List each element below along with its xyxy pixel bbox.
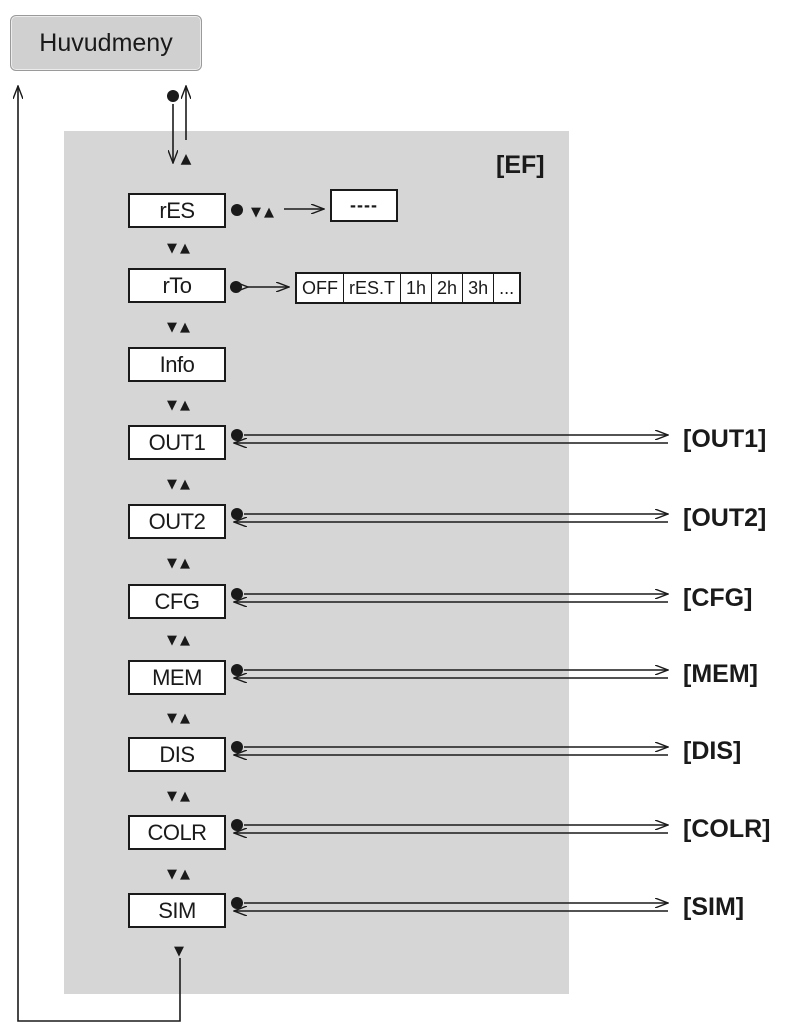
menu-item-label: COLR (147, 819, 207, 845)
svg-text:▲: ▲ (180, 633, 190, 648)
main-menu-button[interactable]: Huvudmeny (10, 15, 202, 71)
rto-select-dot-icon (230, 281, 242, 293)
connector-out2 (231, 508, 668, 522)
target-label-sim: [SIM] (683, 893, 745, 921)
menu-item-rto[interactable]: rTo (128, 268, 226, 303)
nav-between-res-rto: ▼▲ (167, 241, 190, 256)
svg-text:▲: ▲ (180, 398, 190, 413)
svg-text:▼: ▼ (167, 556, 177, 571)
menu-item-label: Info (159, 351, 195, 377)
svg-text:▼: ▼ (174, 944, 184, 959)
svg-text:▲: ▲ (180, 711, 190, 726)
menu-item-info[interactable]: Info (128, 347, 226, 382)
target-label-out2: [OUT2] (683, 504, 767, 532)
rto-option-1h[interactable]: 1h (401, 274, 433, 302)
select-dot-icon (231, 588, 243, 600)
connector-sim (231, 897, 668, 911)
svg-text:▲: ▲ (180, 320, 190, 335)
svg-text:▼: ▼ (167, 477, 177, 492)
nav-between-out2-cfg: ▼▲ (167, 556, 190, 571)
section-label-ef: [EF] (496, 151, 545, 179)
nav-between-dis-colr: ▼▲ (167, 789, 190, 804)
nav-between-info-out1: ▼▲ (167, 398, 190, 413)
target-label-out1: [OUT1] (683, 425, 767, 453)
rto-option-2h[interactable]: 2h (432, 274, 464, 302)
target-label-dis: [DIS] (683, 737, 742, 765)
menu-item-label: rTo (162, 272, 192, 298)
svg-text:▲: ▲ (180, 867, 190, 882)
nav-between-rto-info: ▼▲ (167, 320, 190, 335)
svg-text:▲: ▲ (180, 477, 190, 492)
select-dot-icon (231, 508, 243, 520)
nav-between-cfg-mem: ▼▲ (167, 633, 190, 648)
select-dot-icon (231, 819, 243, 831)
svg-text:▼: ▼ (167, 789, 177, 804)
select-dot-icon (231, 741, 243, 753)
menu-item-cfg[interactable]: CFG (128, 584, 226, 619)
menu-item-label: MEM (152, 664, 202, 690)
connector-cfg (231, 588, 668, 602)
svg-text:▲: ▲ (180, 241, 190, 256)
svg-text:▲: ▲ (180, 556, 190, 571)
menu-item-label: rES (159, 197, 195, 223)
select-dot-icon (231, 664, 243, 676)
rto-option-rest[interactable]: rES.T (344, 274, 402, 302)
nav-between-colr-sim: ▼▲ (167, 867, 190, 882)
svg-text:▼: ▼ (167, 867, 177, 882)
menu-item-out1[interactable]: OUT1 (128, 425, 226, 460)
select-dot-icon (231, 897, 243, 909)
svg-text:▼: ▼ (167, 711, 177, 726)
svg-text:▼: ▼ (167, 398, 177, 413)
menu-item-colr[interactable]: COLR (128, 815, 226, 850)
svg-text:▲: ▲ (180, 789, 190, 804)
menu-item-label: OUT2 (148, 508, 206, 534)
rto-option-3h[interactable]: 3h (463, 274, 495, 302)
menu-item-label: CFG (154, 588, 200, 614)
reset-value: ---- (350, 195, 378, 215)
res-select-dot-icon (231, 204, 243, 216)
menu-item-sim[interactable]: SIM (128, 893, 226, 928)
target-label-cfg: [CFG] (683, 584, 753, 612)
menu-item-label: DIS (159, 741, 195, 767)
target-label-mem: [MEM] (683, 660, 758, 688)
rto-options-strip: OFF rES.T 1h 2h 3h ... (295, 272, 522, 304)
connector-mem (231, 664, 668, 678)
menu-item-res[interactable]: rES (128, 193, 226, 228)
select-dot-icon (167, 90, 179, 102)
nav-between-mem-dis: ▼▲ (167, 711, 190, 726)
menu-item-mem[interactable]: MEM (128, 660, 226, 695)
svg-text:▼: ▼ (167, 633, 177, 648)
nav-between-out1-out2: ▼▲ (167, 477, 190, 492)
menu-item-label: OUT1 (148, 429, 206, 455)
nav-below-sim: ▼ (174, 944, 184, 959)
rto-option-off[interactable]: OFF (297, 274, 344, 302)
svg-text:▼: ▼ (251, 205, 261, 220)
svg-text:▲: ▲ (264, 205, 274, 220)
select-dot-icon (231, 429, 243, 441)
main-menu-label: Huvudmeny (39, 28, 173, 57)
connector-out1 (231, 429, 668, 443)
rto-option-more[interactable]: ... (499, 277, 515, 298)
res-nav-icon: ▼▲ (251, 205, 274, 220)
reset-value-box: ---- (330, 189, 398, 222)
connector-dis (231, 741, 668, 755)
menu-item-out2[interactable]: OUT2 (128, 504, 226, 539)
menu-item-label: SIM (158, 897, 196, 923)
return-loop-line (18, 86, 181, 1022)
target-label-colr: [COLR] (683, 815, 771, 843)
nav-up-icon: ▲ (181, 151, 192, 167)
menu-item-dis[interactable]: DIS (128, 737, 226, 772)
svg-text:▼: ▼ (167, 320, 177, 335)
connector-colr (231, 819, 668, 833)
svg-text:▼: ▼ (167, 241, 177, 256)
